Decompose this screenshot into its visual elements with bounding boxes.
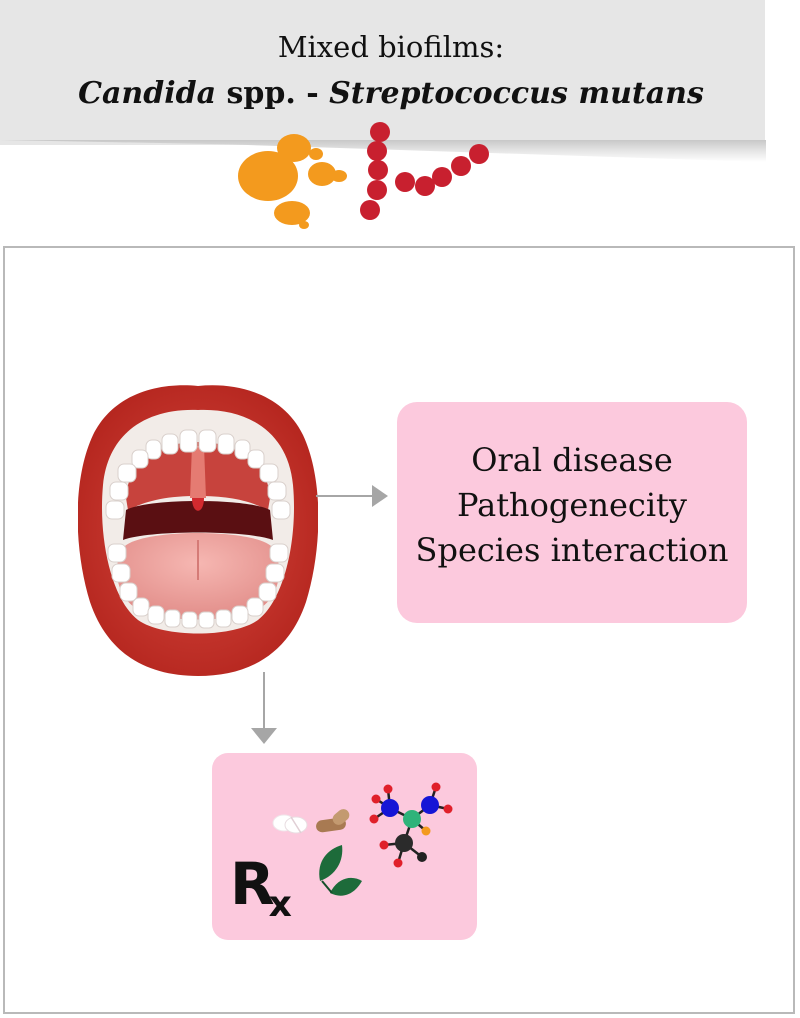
molecule-icon	[369, 782, 453, 868]
arrow-down	[251, 672, 277, 744]
title-spp: spp. -	[216, 76, 330, 111]
title-candida: Candida	[78, 76, 217, 111]
capsule-icon	[316, 809, 350, 833]
rx-symbol: Rx	[230, 855, 292, 923]
microbes-illustration	[238, 122, 489, 229]
title-streptococcus: Streptococcus mutans	[329, 76, 704, 111]
rx-letter: R	[230, 850, 275, 918]
pill-icon	[272, 814, 308, 834]
disease-line-species-interaction: Species interaction	[415, 531, 729, 569]
treatment-box: Rx	[212, 753, 477, 940]
rx-subscript: x	[268, 884, 292, 925]
candida-cells-icon	[238, 134, 347, 229]
open-mouth-icon	[78, 385, 318, 676]
arrow-right	[316, 485, 388, 507]
header-band	[0, 0, 765, 145]
disease-lines: Oral disease Pathogenecity Species inter…	[397, 438, 747, 573]
disease-line-oral-disease: Oral disease	[471, 441, 673, 479]
treatment-icons	[272, 782, 453, 896]
leaves-icon	[319, 845, 362, 896]
title-line-2: Candida spp. - Streptococcus mutans	[0, 76, 782, 111]
disease-line-pathogenecity: Pathogenecity	[457, 486, 687, 524]
streptococcus-chain-icon	[360, 122, 489, 220]
title-line-1: Mixed biofilms:	[277, 30, 505, 64]
disease-box: Oral disease Pathogenecity Species inter…	[397, 402, 747, 623]
